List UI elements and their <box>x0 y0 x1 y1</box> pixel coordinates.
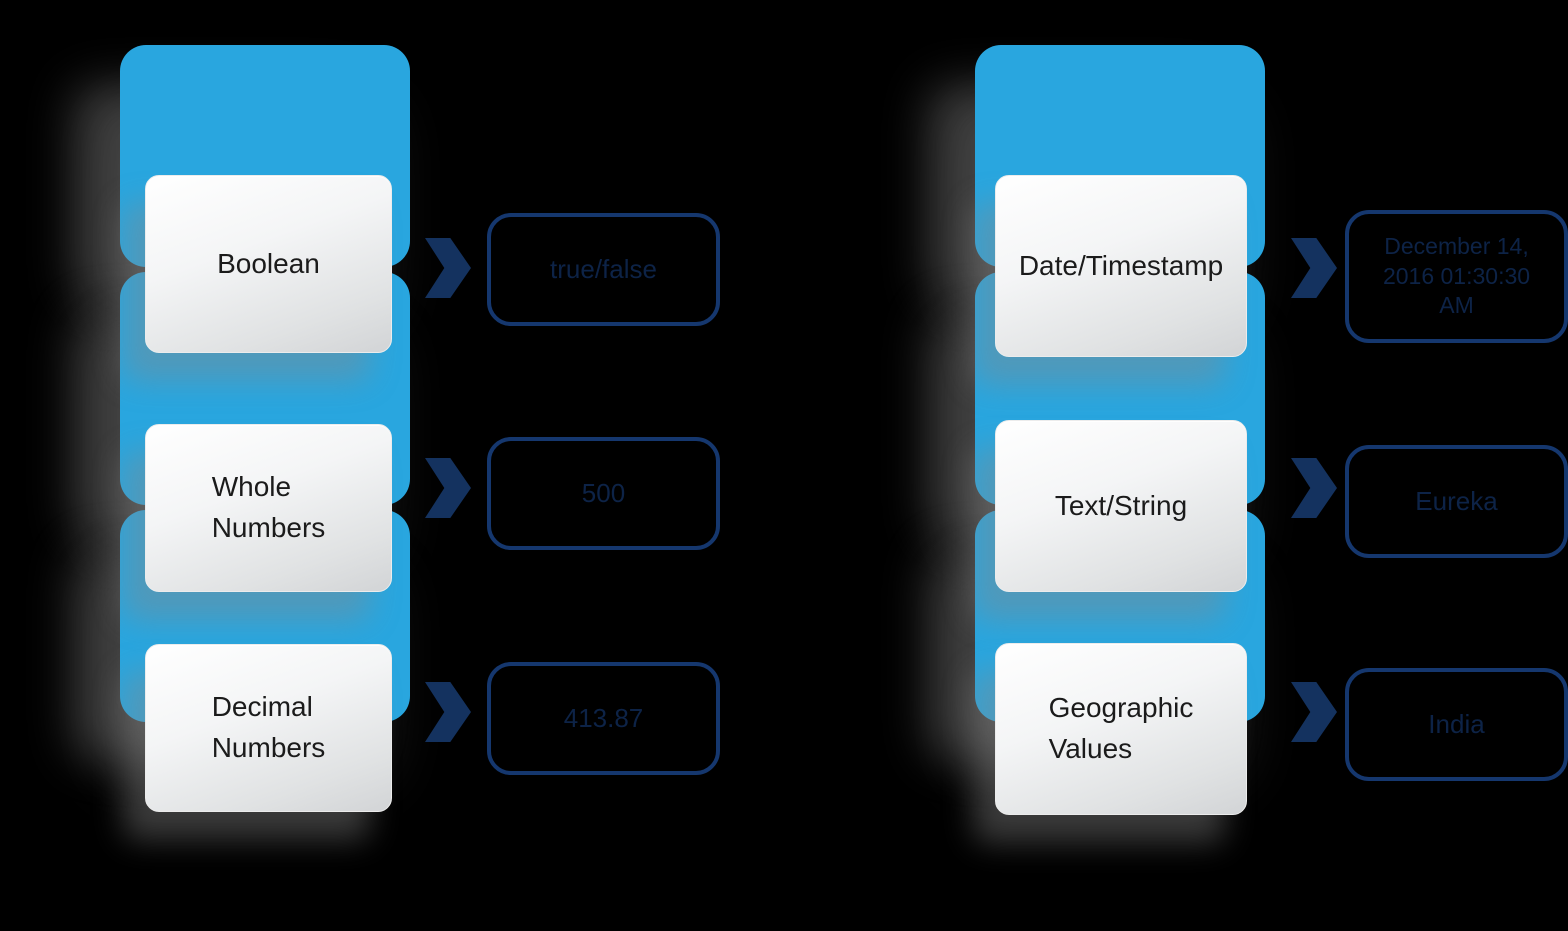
chevron-right-icon <box>425 238 471 298</box>
type-label: Decimal Numbers <box>211 691 326 763</box>
type-card-decimal-numbers: Decimal Numbers <box>145 644 392 812</box>
example-box-boolean: true/false <box>487 213 720 326</box>
type-card-text-string: Text/String <box>995 420 1247 592</box>
chevron-right-icon <box>425 458 471 518</box>
example-text: India <box>1428 708 1485 739</box>
example-text: Eureka <box>1415 485 1498 516</box>
type-card-boolean: Boolean <box>145 175 392 353</box>
example-box-text-string: Eureka <box>1345 445 1568 558</box>
example-text: 500 <box>581 477 626 508</box>
example-box-date-timestamp: December 14, 2016 01:30:30 AM <box>1345 210 1568 343</box>
chevron-right-icon <box>1291 682 1337 742</box>
example-text: 413.87 <box>563 702 644 733</box>
type-label: Whole Numbers <box>211 471 326 543</box>
chevron-right-icon <box>425 682 471 742</box>
example-box-geographic-values: India <box>1345 668 1568 781</box>
example-text: true/false <box>550 253 657 284</box>
type-card-geographic-values: Geographic Values <box>995 643 1247 815</box>
example-box-decimal-numbers: 413.87 <box>487 662 720 775</box>
type-label: Date/Timestamp <box>1018 249 1224 281</box>
type-label: Text/String <box>1054 489 1188 521</box>
example-box-whole-numbers: 500 <box>487 437 720 550</box>
type-card-whole-numbers: Whole Numbers <box>145 424 392 592</box>
type-card-date-timestamp: Date/Timestamp <box>995 175 1247 357</box>
type-label: Geographic Values <box>1048 692 1194 764</box>
chevron-right-icon <box>1291 238 1337 298</box>
chevron-right-icon <box>1291 458 1337 518</box>
type-label: Boolean <box>217 247 320 279</box>
example-text: December 14, 2016 01:30:30 AM <box>1382 232 1531 319</box>
